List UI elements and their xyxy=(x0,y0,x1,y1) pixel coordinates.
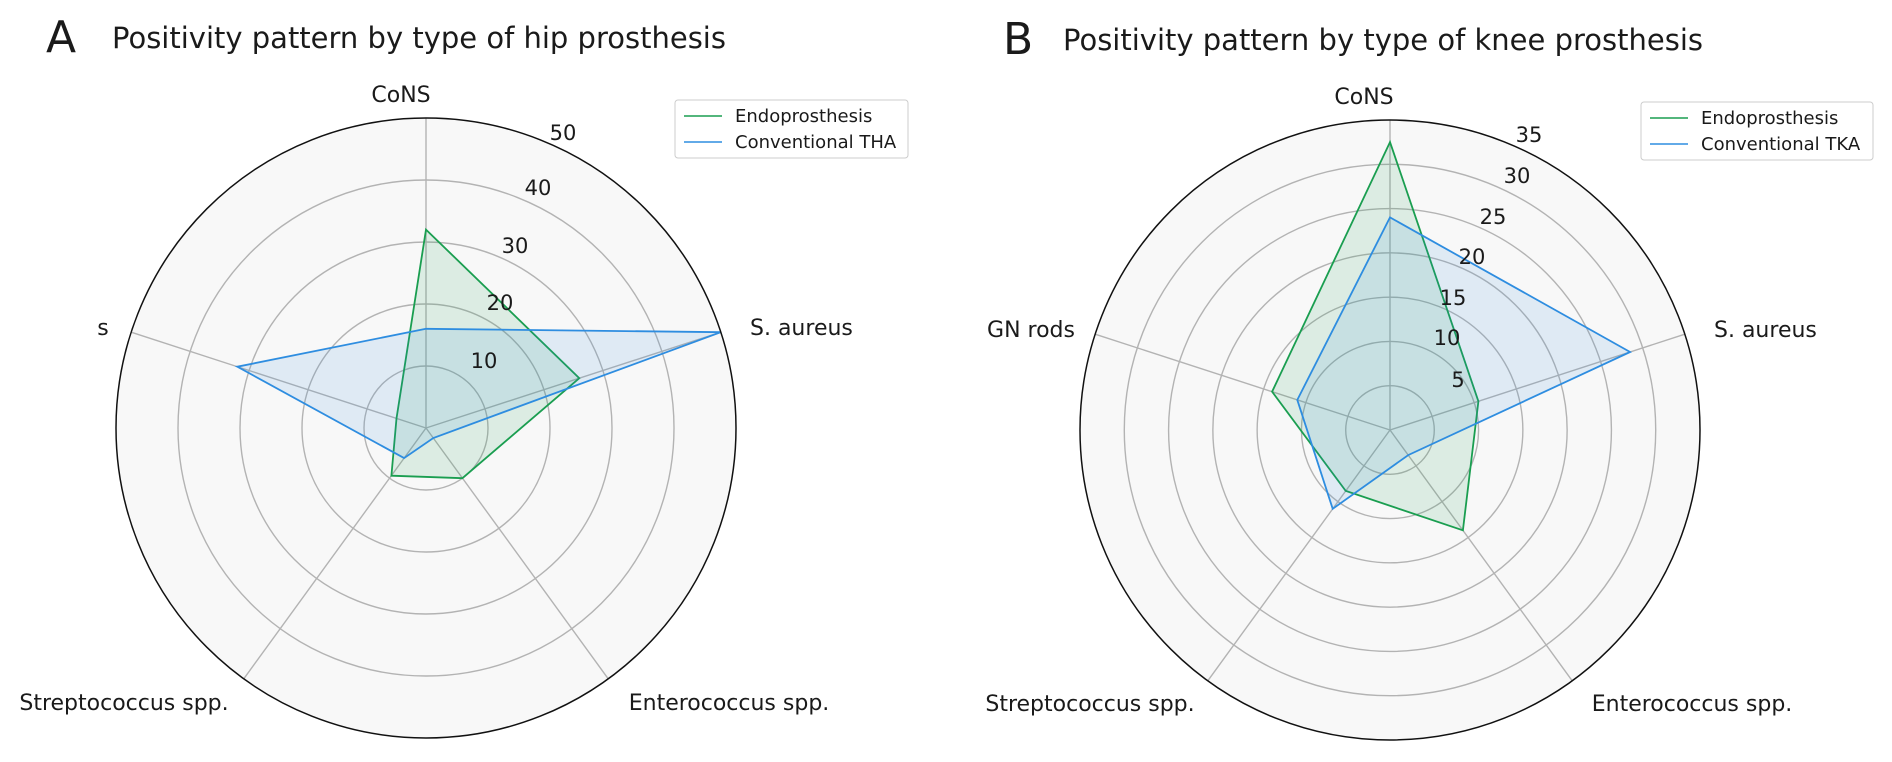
r-tick-label: 20 xyxy=(1459,245,1486,269)
category-label-streptococcus-spp: Streptococcus spp. xyxy=(19,691,228,716)
panel-label-b: B xyxy=(1003,14,1033,65)
category-label-s: s xyxy=(97,316,108,341)
r-tick-label: 25 xyxy=(1480,205,1507,229)
r-tick-label: 40 xyxy=(525,176,552,200)
category-label-cons: CoNS xyxy=(1334,85,1393,110)
category-label-streptococcus-spp: Streptococcus spp. xyxy=(985,692,1194,717)
r-tick-label: 5 xyxy=(1451,368,1464,392)
r-tick-label: 50 xyxy=(550,121,577,145)
r-tick-label: 10 xyxy=(1434,326,1461,350)
r-tick-label: 30 xyxy=(502,234,529,258)
category-label-s-aureus: S. aureus xyxy=(750,316,853,341)
r-tick-label: 15 xyxy=(1440,286,1467,310)
r-tick-label: 30 xyxy=(1504,164,1531,188)
legend-label-endoprosthesis-b: Endoprosthesis xyxy=(1701,108,1838,129)
legend-label-conventional-tka: Conventional TKA xyxy=(1701,134,1861,155)
r-tick-label: 20 xyxy=(487,291,514,315)
chart-title-a: Positivity pattern by type of hip prosth… xyxy=(112,21,726,55)
legend-label-conventional-tha: Conventional THA xyxy=(735,132,897,153)
legend-label-endoprosthesis-a: Endoprosthesis xyxy=(735,106,872,127)
category-label-cons: CoNS xyxy=(371,83,430,108)
r-tick-label: 10 xyxy=(471,349,498,373)
legend-a: Endoprosthesis Conventional THA xyxy=(675,100,908,158)
category-label-enterococcus-spp: Enterococcus spp. xyxy=(629,691,830,716)
panel-a: A Positivity pattern by type of hip pros… xyxy=(19,12,908,738)
legend-b: Endoprosthesis Conventional TKA xyxy=(1641,102,1873,160)
panel-b: B Positivity pattern by type of knee pro… xyxy=(985,14,1873,740)
category-label-enterococcus-spp: Enterococcus spp. xyxy=(1592,692,1793,717)
category-label-s-aureus: S. aureus xyxy=(1714,318,1817,343)
r-tick-label: 35 xyxy=(1516,123,1543,147)
category-label-gn-rods: GN rods xyxy=(987,318,1075,343)
chart-title-b: Positivity pattern by type of knee prost… xyxy=(1063,23,1703,57)
panel-label-a: A xyxy=(46,12,76,63)
